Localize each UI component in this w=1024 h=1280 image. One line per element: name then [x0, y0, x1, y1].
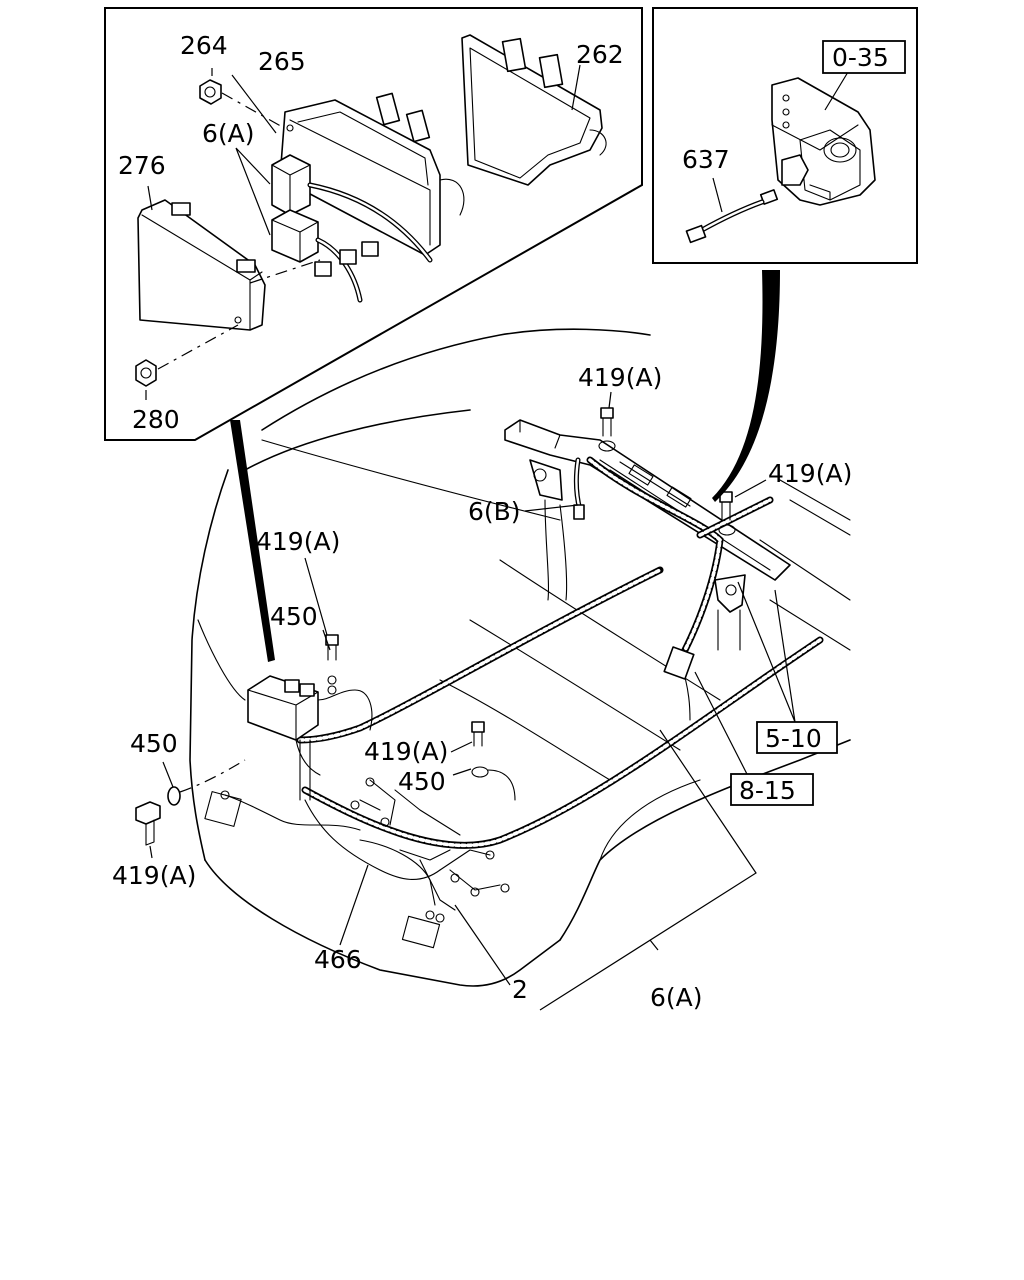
bolt-419a-right [718, 491, 736, 536]
callout-419a-mid-left: 419(A) [256, 527, 340, 556]
callout-6b: 6(B) [468, 497, 521, 526]
pointer-right [712, 270, 780, 502]
washer-450-left [167, 786, 181, 806]
switch-assembly [771, 77, 876, 206]
callout-2: 2 [512, 975, 528, 1004]
box-265 [279, 92, 465, 256]
ref-box-0-35 [822, 40, 906, 74]
callout-6a-bottom: 6(A) [650, 983, 703, 1012]
cab-body-outline [189, 328, 851, 987]
nut-264 [199, 79, 222, 105]
wiring-harness-6a [220, 456, 824, 923]
callout-8-15: 8-15 [739, 776, 796, 805]
bolts-and-washers [135, 407, 736, 846]
leader-lines [149, 391, 796, 1011]
callout-450-mid: 450 [398, 767, 446, 796]
callout-419a-top: 419(A) [578, 363, 662, 392]
callout-450-left: 450 [130, 729, 178, 758]
callout-5-10: 5-10 [765, 724, 822, 753]
callout-265: 265 [258, 47, 306, 76]
bracket-262 [461, 34, 607, 186]
bolt-419a-top [598, 407, 616, 452]
callout-276: 276 [118, 151, 166, 180]
callout-264: 264 [180, 31, 228, 60]
pointer-left [230, 420, 275, 662]
bolt-419a-mid-left [325, 634, 339, 661]
bolt-419a-left [135, 801, 161, 846]
callout-6a-top: 6(A) [202, 119, 255, 148]
ref-box-8-15 [730, 773, 814, 806]
bolt-419a-mid [471, 721, 516, 801]
connector-637 [685, 189, 779, 244]
callout-450-upper: 450 [270, 602, 318, 631]
control-unit-main [247, 675, 373, 776]
callout-280: 280 [132, 405, 180, 434]
inset-left [104, 7, 643, 441]
callout-466: 466 [314, 945, 362, 974]
wiring-harness-6b [573, 457, 585, 520]
callout-419a-mid: 419(A) [364, 737, 448, 766]
callout-637: 637 [682, 145, 730, 174]
callout-419a-right: 419(A) [768, 459, 852, 488]
connectors-6a-inset [271, 154, 433, 303]
callout-419a-left: 419(A) [112, 861, 196, 890]
callout-262: 262 [576, 40, 624, 69]
ref-box-5-10 [756, 721, 838, 754]
nut-280 [135, 359, 157, 387]
cover-276 [137, 199, 266, 331]
callout-0-35: 0-35 [832, 43, 889, 72]
inset-right [652, 7, 918, 264]
